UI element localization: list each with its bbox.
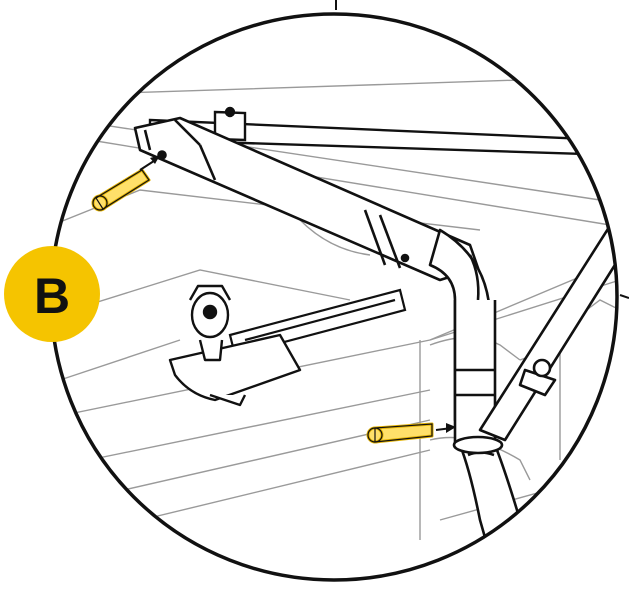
detail-view — [51, 79, 617, 580]
clamp-knob-icon — [168, 284, 302, 407]
right-tick — [619, 294, 629, 299]
arrow-icon-lower — [435, 423, 456, 433]
support-bar — [478, 208, 617, 442]
step-letter: B — [34, 268, 70, 324]
pin-icon-lower — [366, 422, 434, 444]
pin-icon-upper — [91, 168, 151, 212]
arrow-icon-upper — [139, 155, 160, 171]
step-badge: B — [4, 246, 100, 342]
